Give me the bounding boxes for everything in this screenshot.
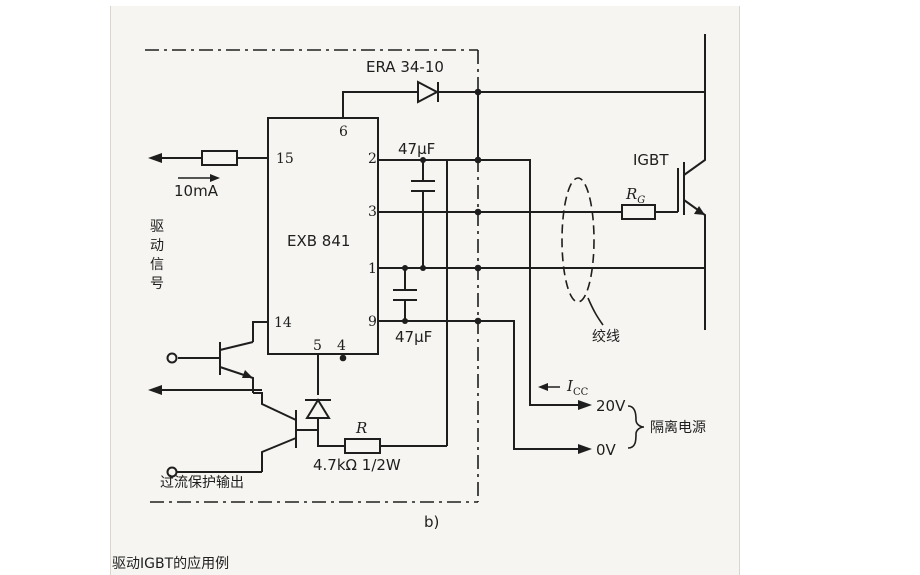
isolated-supply-label: 隔离电源: [650, 419, 706, 436]
pin-15-label: 15: [276, 151, 294, 167]
subfigure-label: b): [424, 513, 439, 531]
diode-label: ERA 34-10: [366, 58, 444, 76]
supply-brace: [627, 405, 645, 449]
pin-14-label: 14: [274, 315, 292, 331]
junction-dots: [339, 88, 482, 362]
v20-label: 20V: [596, 397, 626, 415]
current-label: 10mA: [174, 182, 219, 200]
pin14-wire: [252, 321, 268, 342]
igbt-symbol: [677, 34, 706, 330]
pin-5-label: 5: [313, 338, 322, 354]
igbt-label: IGBT: [633, 151, 669, 169]
icc-label: ICC: [566, 377, 589, 398]
gate-resistor-rg: [621, 204, 656, 220]
ic-label: EXB 841: [287, 232, 350, 250]
pin2-rail: [378, 159, 578, 406]
pin-6-label: 6: [339, 124, 348, 140]
pin-4-label: 4: [337, 338, 346, 354]
cap-bottom-label: 47μF: [395, 328, 432, 346]
pin-3-label: 3: [368, 204, 377, 220]
v0-arrow-icon: [578, 444, 592, 454]
diode-wire: [342, 91, 705, 118]
r-label: R: [355, 419, 367, 437]
pin15-resistor: [201, 150, 238, 166]
pin-2-label: 2: [368, 151, 377, 167]
output-transistor: [253, 392, 318, 472]
input-terminal-a: [166, 352, 178, 364]
twisted-pair-ellipse: [561, 177, 595, 303]
zener-diode-symbol: [305, 398, 331, 419]
npn-transistor: [178, 341, 254, 393]
pin-1-label: 1: [368, 261, 377, 277]
icc-arrowhead-icon: [538, 383, 548, 391]
input-terminal-b: [166, 466, 178, 478]
v20-arrow-icon: [578, 400, 592, 410]
era-diode-symbol: [417, 80, 440, 104]
cap-top-label: 47μF: [398, 140, 435, 158]
overcurrent-arrow-icon: [148, 385, 162, 395]
v0-label: 0V: [596, 441, 617, 459]
drive-signal-label: 驱动信号: [150, 219, 164, 292]
twisted-pair-leader: [587, 297, 604, 326]
rg-label: RG: [625, 185, 645, 206]
overcurrent-label: 过流保护输出: [160, 475, 244, 491]
pin-9-label: 9: [368, 314, 377, 330]
partial-caption: 驱动IGBT的应用例: [112, 555, 229, 572]
current-arrowhead-icon: [210, 174, 220, 182]
resistor-r: [344, 438, 381, 454]
pin5-wire: [317, 354, 447, 447]
r-value-label: 4.7kΩ 1/2W: [313, 456, 401, 474]
scanned-page: [110, 6, 740, 575]
exb841-ic: [267, 117, 379, 355]
twisted-pair-label: 绞线: [592, 328, 620, 345]
left-arrow-icon: [148, 153, 162, 163]
